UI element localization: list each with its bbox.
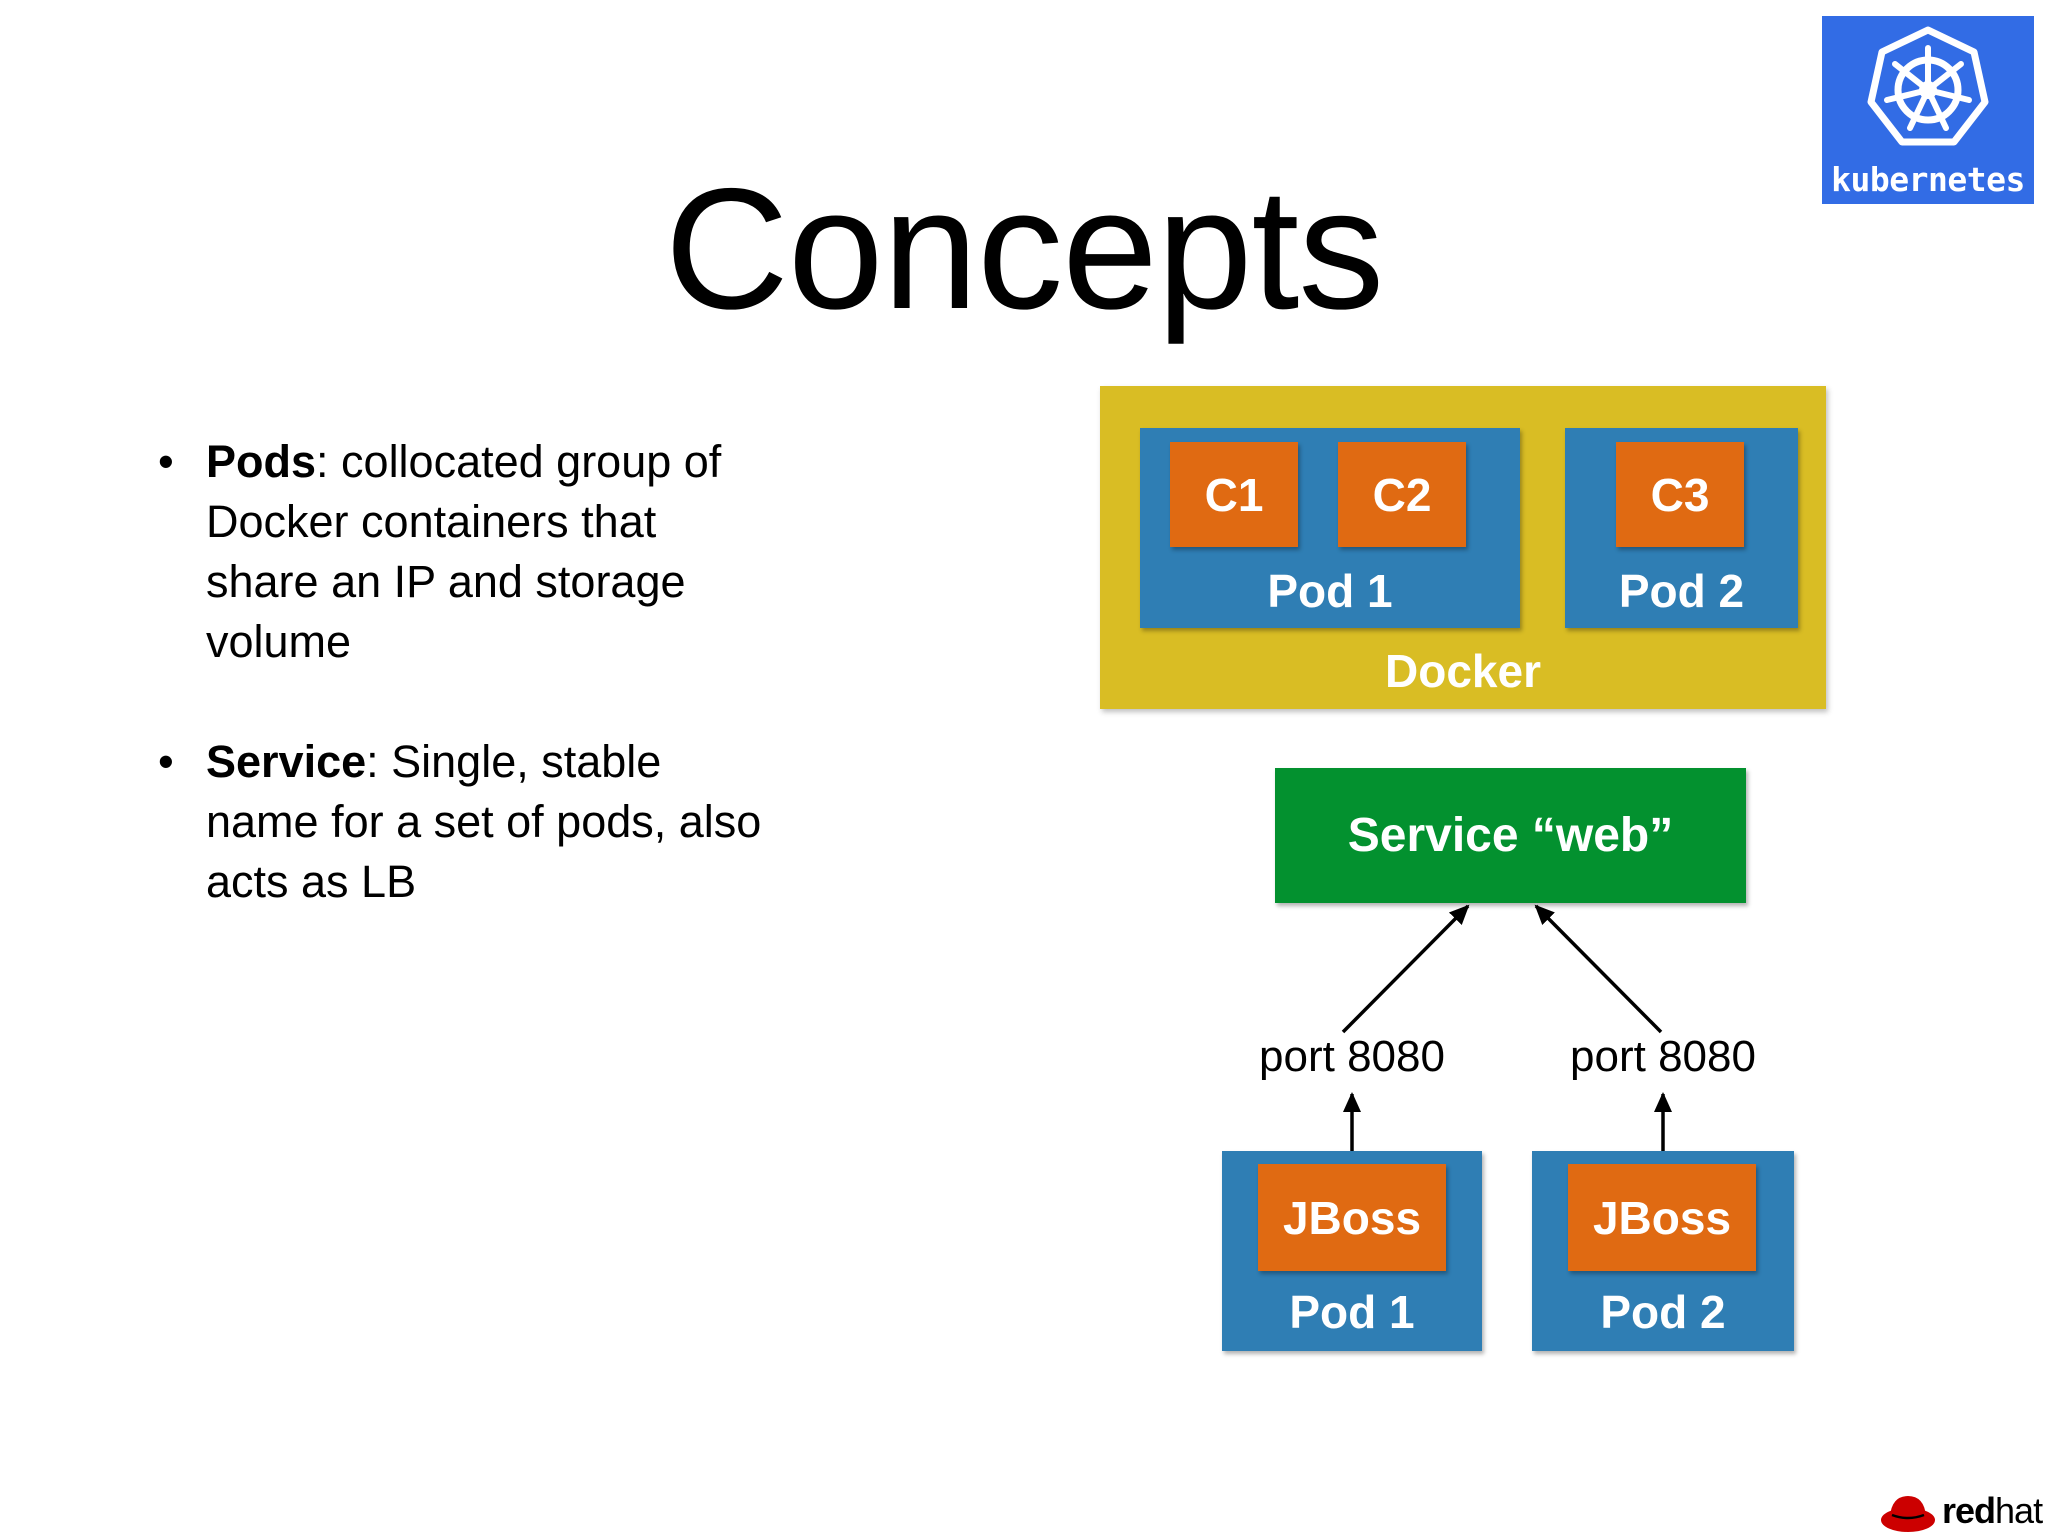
slide-title: Concepts [664,153,1385,345]
bullet-text: : collocated group of [316,436,722,487]
container-jboss-1: JBoss [1258,1164,1446,1271]
docker-label: Docker [1385,645,1541,697]
bullet-term: Pods [206,436,317,487]
bullet-line: volume [206,616,352,667]
top-pod-2-label: Pod 2 [1618,565,1745,617]
bullet-line: share an IP and storage [206,556,686,607]
bullet-list: • Pods: collocated group of Docker conta… [158,432,878,972]
port-label-2: port 8080 [1570,1032,1756,1081]
bullet-line: Docker containers that [206,496,657,547]
bullet-term: Service [206,736,367,787]
container-jboss-2: JBoss [1568,1164,1756,1271]
arrow-right-to-service [1534,904,1663,1034]
redhat-wordmark: redhat [1942,1490,2043,1531]
bottom-pod-2-label: Pod 2 [1600,1286,1726,1338]
top-pod-1-label: Pod 1 [1267,565,1393,617]
kubernetes-wordmark: kubernetes [1831,160,2025,199]
port-label-1: port 8080 [1259,1032,1445,1081]
bottom-pod-1-label: Pod 1 [1289,1286,1415,1338]
bullet-dot: • [158,436,174,487]
service-web: Service “web” [1275,768,1746,903]
bullet-line: acts as LB [206,856,417,907]
bullet-text: : Single, stable [366,736,662,787]
helm-wheel-icon [1867,26,1989,146]
bullet-dot: • [158,736,174,787]
kubernetes-logo: kubernetes [1822,16,2034,204]
container-c3: C3 [1616,442,1744,547]
bullet-service: • Service: Single, stable name for a set… [158,732,878,912]
container-c1: C1 [1170,442,1298,547]
shadowman-icon [1881,1496,1935,1532]
bullet-pods: • Pods: collocated group of Docker conta… [158,432,878,672]
container-c2: C2 [1338,442,1466,547]
bullet-line: name for a set of pods, also [206,796,762,847]
arrow-left-to-service [1341,904,1470,1034]
